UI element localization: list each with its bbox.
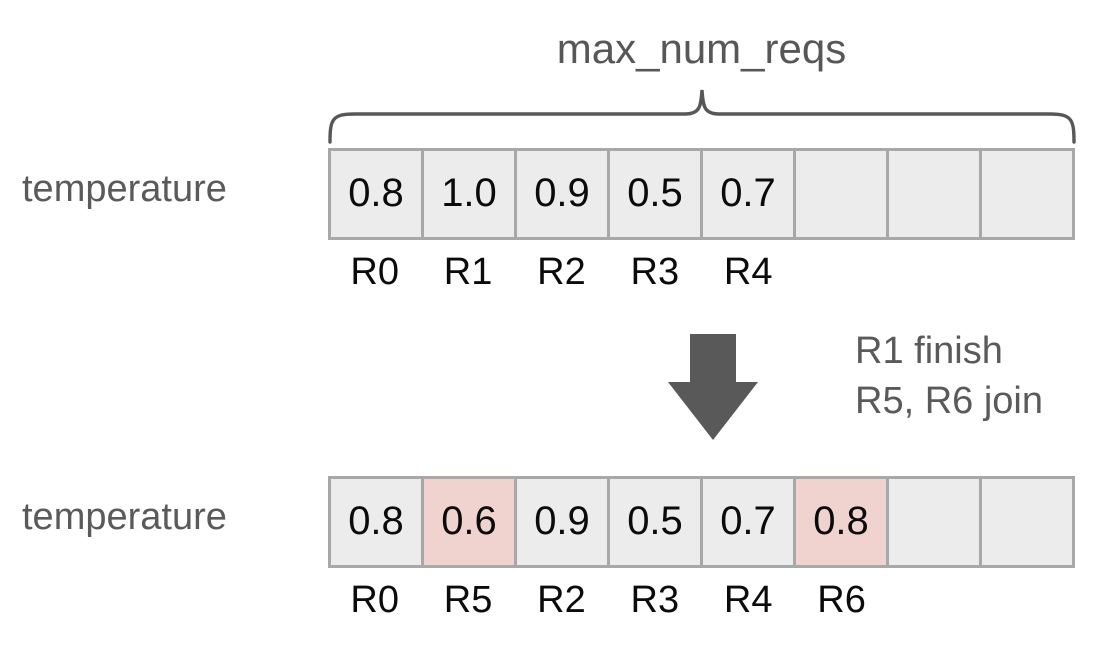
brace-label: max_num_reqs — [556, 25, 847, 72]
array-cell-empty[interactable] — [982, 479, 1072, 565]
transition-note-join: R5, R6 join — [855, 380, 1043, 422]
row-label-temperature-after: temperature — [22, 496, 227, 538]
array-cell-highlighted[interactable]: 0.8 — [796, 479, 889, 565]
cell-value: 0.6 — [441, 499, 497, 543]
array-cell[interactable]: 1.0 — [424, 151, 517, 237]
temperature-array-before: 0.8 1.0 0.9 0.5 0.7 — [328, 148, 1075, 240]
array-cell[interactable]: 0.5 — [610, 151, 703, 237]
request-label — [888, 250, 981, 294]
request-label: R4 — [723, 251, 773, 293]
request-label — [982, 578, 1075, 622]
array-cell-empty[interactable] — [889, 479, 982, 565]
request-label — [888, 578, 981, 622]
array-cell[interactable]: 0.9 — [517, 479, 610, 565]
transition-notes: R1 finish R5, R6 join — [855, 326, 1043, 426]
array-cell[interactable]: 0.7 — [703, 479, 796, 565]
cell-value: 0.8 — [813, 499, 869, 543]
cell-value: 0.8 — [348, 171, 404, 215]
cell-value: 0.5 — [627, 171, 683, 215]
array-cell[interactable]: 0.8 — [331, 151, 424, 237]
temperature-array-after: 0.8 0.6 0.9 0.5 0.7 0.8 — [328, 476, 1075, 568]
array-cell-empty[interactable] — [889, 151, 982, 237]
request-label — [795, 250, 888, 294]
request-labels-before: R0 R1 R2 R3 R4 — [328, 250, 1075, 294]
cell-value: 1.0 — [441, 171, 497, 215]
cell-value: 0.9 — [534, 171, 590, 215]
request-label: R0 — [350, 579, 399, 621]
request-label: R6 — [817, 579, 866, 621]
cell-value: 0.5 — [627, 499, 683, 543]
request-label: R3 — [630, 251, 680, 293]
request-labels-after: R0 R5 R2 R3 R4 R6 — [328, 578, 1075, 622]
cell-value: 0.8 — [348, 499, 404, 543]
request-label: R2 — [537, 251, 586, 293]
curly-brace-icon — [328, 89, 1076, 144]
row-label-temperature-before: temperature — [22, 168, 227, 210]
cell-value: 0.7 — [720, 171, 776, 215]
arrow-down-icon — [668, 334, 758, 440]
array-cell[interactable]: 0.9 — [517, 151, 610, 237]
request-label: R3 — [630, 579, 680, 621]
request-label: R2 — [537, 579, 586, 621]
request-label: R4 — [723, 579, 773, 621]
transition-note-finish: R1 finish — [855, 330, 1003, 372]
array-cell-empty[interactable] — [796, 151, 889, 237]
array-cell[interactable]: 0.8 — [331, 479, 424, 565]
request-label: R1 — [443, 251, 493, 293]
cell-value: 0.9 — [534, 499, 590, 543]
array-cell-highlighted[interactable]: 0.6 — [424, 479, 517, 565]
request-label: R0 — [350, 251, 399, 293]
array-cell-empty[interactable] — [982, 151, 1072, 237]
request-label — [982, 250, 1075, 294]
request-label: R5 — [443, 579, 493, 621]
array-cell[interactable]: 0.5 — [610, 479, 703, 565]
cell-value: 0.7 — [720, 499, 776, 543]
array-cell[interactable]: 0.7 — [703, 151, 796, 237]
